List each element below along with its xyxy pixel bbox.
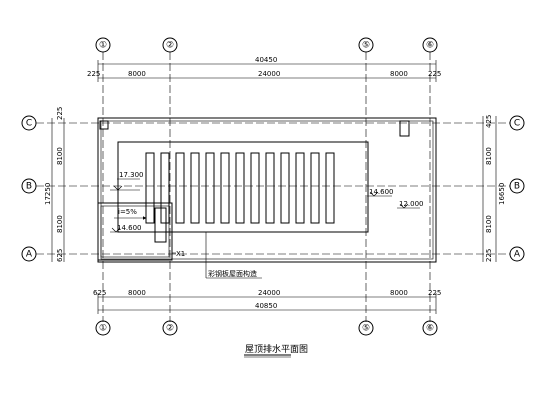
dim-left-span1: 8100 — [56, 147, 64, 165]
axis-label-col-2: ② — [166, 41, 174, 51]
column-axis-bottom: ① ② ⑤ ⑥ — [95, 320, 438, 336]
dim-left-total: 17250 — [44, 183, 52, 205]
annotations: 17.300 i=5% 14.600 14.600 12.000 X1 彩钢板屋… — [117, 171, 424, 279]
skylight — [145, 152, 155, 224]
dim-bottom-span2: 24000 — [258, 289, 280, 297]
dim-right-top-small: 425 — [485, 115, 493, 128]
dim-right-total: 16650 — [498, 183, 506, 205]
axis-label-row-c: C — [26, 119, 32, 129]
drawing-title: 屋顶排水平面图 — [244, 343, 308, 358]
skylight-group — [145, 152, 335, 224]
dim-left-top-small: 225 — [56, 107, 64, 120]
elevation-label-3: 14.600 — [369, 188, 394, 196]
right-dimensions: 425 8100 8100 225 16650 — [482, 115, 506, 262]
dim-bottom-right-small: 225 — [428, 289, 441, 297]
dim-right-span1: 8100 — [485, 147, 493, 165]
dim-top-span1: 8000 — [128, 70, 146, 78]
drawing-title-text: 屋顶排水平面图 — [245, 343, 308, 355]
building-outline — [97, 117, 437, 263]
dim-top-span3: 8000 — [390, 70, 408, 78]
axis-label-col-6-bottom: ⑥ — [426, 324, 434, 334]
dim-top-right-small: 225 — [428, 70, 441, 78]
dim-bottom-total: 40850 — [255, 302, 277, 310]
roof-note-label: 彩钢板屋面构造 — [208, 269, 257, 278]
elevation-label-1: 17.300 — [119, 171, 144, 179]
dim-top-left-small: 225 — [87, 70, 100, 78]
dim-bottom-span3: 8000 — [390, 289, 408, 297]
axis-label-col-5-bottom: ⑤ — [362, 324, 370, 334]
axis-label-col-6: ⑥ — [426, 41, 434, 51]
skylight — [310, 152, 320, 224]
dim-left-span2: 8100 — [56, 215, 64, 233]
axis-label-row-c-right: C — [514, 119, 520, 129]
skylight — [265, 152, 275, 224]
x1-label: X1 — [176, 250, 185, 258]
dim-right-span2: 8100 — [485, 215, 493, 233]
skylight — [295, 152, 305, 224]
dim-bottom-span1: 8000 — [128, 289, 146, 297]
skylight — [175, 152, 185, 224]
axis-label-col-1: ① — [99, 41, 107, 51]
axis-label-row-b: B — [26, 182, 32, 192]
dim-top-total: 40450 — [255, 56, 277, 64]
skylight — [235, 152, 245, 224]
dim-top-span2: 24000 — [258, 70, 280, 78]
skylight — [250, 152, 260, 224]
dim-bottom-left-small: 625 — [93, 289, 106, 297]
roof-body — [117, 141, 369, 233]
slope-label: i=5% — [118, 208, 137, 216]
grid-lines — [36, 52, 510, 322]
dim-right-bottom-small: 225 — [485, 249, 493, 262]
row-axis-right: C B A — [509, 115, 525, 262]
skylight — [325, 152, 335, 224]
skylight — [205, 152, 215, 224]
elevation-label-2: 14.600 — [117, 224, 142, 232]
elevation-label-4: 12.000 — [399, 200, 424, 208]
top-dimensions: 40450 225 8000 24000 8000 225 — [87, 56, 441, 82]
dim-left-bottom-small: 625 — [56, 249, 64, 262]
skylight — [280, 152, 290, 224]
axis-label-col-5: ⑤ — [362, 41, 370, 51]
axis-label-row-b-right: B — [514, 182, 520, 192]
lower-roof-box — [97, 185, 173, 261]
row-axis-left: C B A — [21, 115, 37, 262]
axis-label-row-a: A — [26, 250, 33, 260]
axis-label-col-1-bottom: ① — [99, 324, 107, 334]
left-dimensions: 225 8100 8100 625 17250 — [44, 107, 65, 262]
bottom-dimensions: 625 8000 24000 8000 225 40850 — [93, 289, 441, 314]
axis-label-col-2-bottom: ② — [166, 324, 174, 334]
column-axis-top: ① ② ⑤ ⑥ — [95, 37, 438, 53]
skylight — [190, 152, 200, 224]
skylight — [220, 152, 230, 224]
skylight — [160, 152, 170, 224]
axis-label-row-a-right: A — [514, 250, 521, 260]
